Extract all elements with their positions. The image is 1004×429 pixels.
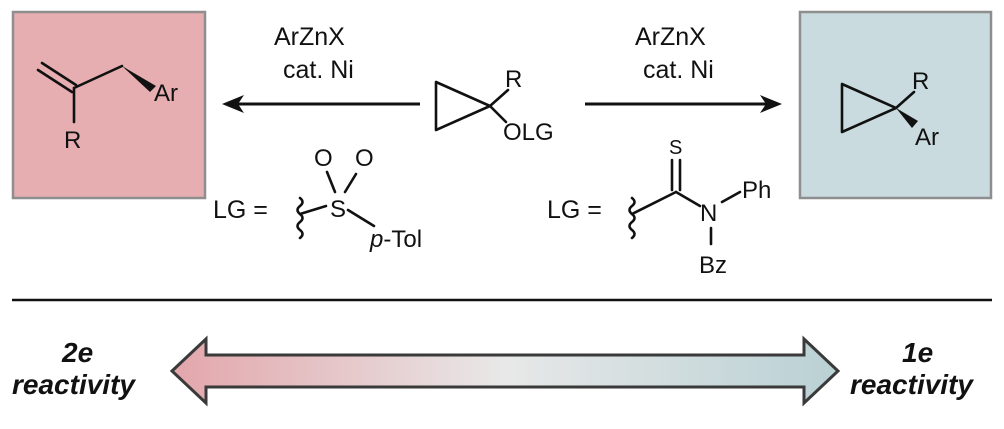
left-lg-s-label: S bbox=[330, 196, 346, 223]
bond-c2-ch2 bbox=[72, 64, 124, 90]
bond-c-r bbox=[488, 88, 510, 108]
left-product-r-label: R bbox=[64, 127, 81, 154]
left-product: R Ar bbox=[11, 10, 207, 200]
left-product-ar-label: Ar bbox=[154, 80, 178, 107]
double-bond-line-2 bbox=[40, 61, 78, 87]
left-reactivity-line1: 2e bbox=[61, 337, 93, 368]
bond-n-ph bbox=[720, 190, 742, 204]
right-product-box bbox=[798, 10, 993, 200]
squiggle-bond-right bbox=[628, 196, 636, 240]
substrate-r-label: R bbox=[505, 66, 522, 93]
bond-s-ptol bbox=[346, 208, 376, 228]
right-lg-prefix: LG = bbox=[547, 196, 602, 224]
bond-attach-c bbox=[630, 190, 678, 216]
right-product-r-label: R bbox=[912, 68, 929, 95]
right-lg-bz-label: Bz bbox=[699, 252, 727, 279]
right-reagent-line2: cat. Ni bbox=[643, 56, 714, 84]
right-reactivity-line1: 1e bbox=[902, 337, 933, 368]
substrate-olg-label: OLG bbox=[503, 119, 554, 146]
bond-c-r-right bbox=[894, 90, 916, 110]
right-reaction-arrow bbox=[585, 95, 782, 113]
right-reactivity-line2: reactivity bbox=[850, 369, 974, 400]
substrate-cyclopropane: R OLG bbox=[434, 66, 554, 146]
bond-s-o2 bbox=[343, 172, 358, 194]
wedge-bond-ar-right bbox=[896, 108, 918, 128]
left-reagent-line2: cat. Ni bbox=[283, 56, 354, 84]
left-lg-ptol-label: p-Tol bbox=[369, 226, 422, 253]
reactivity-scale: 2e reactivity 1e reactivity bbox=[12, 335, 974, 407]
bond-s-o1 bbox=[325, 170, 337, 194]
left-lg-o2-label: O bbox=[355, 145, 374, 172]
left-reagent-line1: ArZnX bbox=[274, 23, 345, 51]
right-lg-s-label: S bbox=[669, 137, 682, 159]
right-product: R Ar bbox=[798, 10, 993, 200]
right-product-ar-label: Ar bbox=[915, 124, 939, 151]
reactivity-gradient-arrow bbox=[169, 335, 841, 407]
wedge-bond-ar bbox=[122, 66, 156, 92]
left-reaction-arrow bbox=[222, 95, 420, 113]
left-product-box bbox=[11, 10, 207, 200]
right-lg-n-label: N bbox=[700, 200, 717, 227]
right-leaving-group: LG = S N Ph Bz bbox=[547, 137, 771, 279]
squiggle-bond-left bbox=[296, 196, 304, 240]
left-reactivity-line2: reactivity bbox=[12, 369, 136, 400]
left-lg-o1-label: O bbox=[314, 145, 333, 172]
bond-c-n bbox=[674, 190, 702, 208]
left-lg-prefix: LG = bbox=[213, 196, 268, 224]
right-lg-ph-label: Ph bbox=[742, 177, 771, 204]
double-bond-line-1 bbox=[36, 68, 74, 94]
right-reagent-line1: ArZnX bbox=[635, 23, 706, 51]
bond-attach-s bbox=[298, 204, 328, 216]
left-leaving-group: LG = S O O p-Tol bbox=[213, 145, 422, 253]
bond-c-o bbox=[488, 104, 508, 124]
